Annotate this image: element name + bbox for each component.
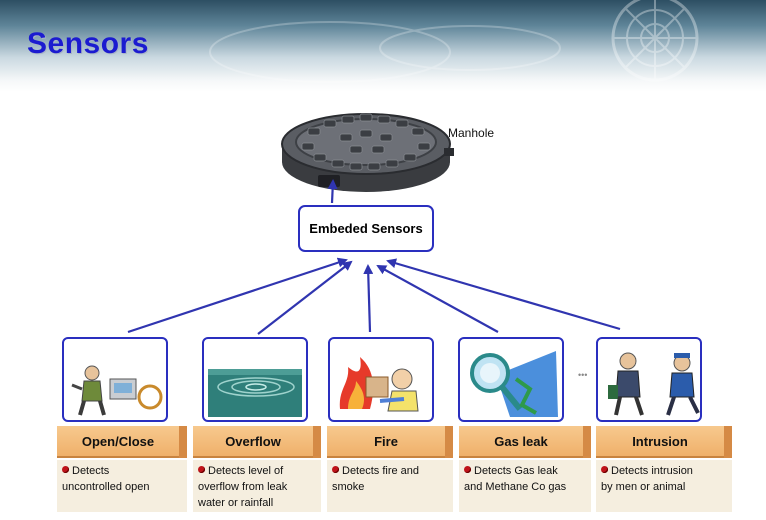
connector-arrows [127,179,621,335]
arrow-overflow [257,260,353,335]
arrow-fire [363,264,374,333]
header-decoration [209,0,699,83]
sensor-name: Overflow [225,433,281,449]
gas-leak-illustration [458,337,564,422]
bullet-icon [601,466,608,473]
desc-line: Detects [72,465,110,477]
arrow-open-close [127,257,348,334]
desc-line: water or rainfall [198,497,274,509]
open-close-illustration [62,337,168,422]
desc-line: by men or animal [601,481,686,493]
bullet-icon [198,466,205,473]
arrow-hub-to-manhole [327,179,338,204]
bullet-icon [332,466,339,473]
sensor-desc-overflow: Detects level of overflow from leak wate… [193,460,321,512]
tab-shadow [445,426,453,458]
tab-shadow [313,426,321,458]
manhole-label: Manhole [448,126,495,140]
desc-line: Detects Gas leak [474,465,558,477]
desc-line: and Methane Co gas [464,481,567,493]
tab-shadow [583,426,591,458]
sensor-desc-open-close: Detects uncontrolled open [57,460,187,512]
arrow-intrusion [386,258,621,331]
bullet-icon [62,466,69,473]
desc-line: Detects level of [208,465,284,477]
desc-line: overflow from leak [198,481,288,493]
fire-illustration [328,337,434,422]
sensor-name: Gas leak [494,433,548,449]
sensor-tab-fire: Fire [327,426,445,458]
bullet-icon [464,466,471,473]
sensor-name: Intrusion [632,433,688,449]
overflow-illustration [202,337,308,422]
sensor-desc-gas-leak: Detects Gas leak and Methane Co gas [459,460,591,512]
desc-line: Detects fire and [342,465,420,477]
manhole-cover-image [281,113,454,192]
sensor-desc-intrusion: Detects intrusion by men or animal [596,460,732,512]
sensor-tab-gas-leak: Gas leak [459,426,583,458]
sensor-name: Fire [374,433,398,449]
arrow-gas-leak [376,265,499,333]
desc-line: uncontrolled open [62,481,150,493]
stray-mark: ••• [578,370,588,380]
sensor-desc-fire: Detects fire and smoke [327,460,453,512]
embedded-sensors-box: Embeded Sensors [298,205,434,252]
desc-line: smoke [332,481,365,493]
embedded-sensors-label: Embeded Sensors [309,221,423,236]
tab-shadow [179,426,187,458]
page-title: Sensors [27,27,149,60]
header-banner: Sensors [0,0,766,92]
tab-shadow [724,426,732,458]
sensor-tab-intrusion: Intrusion [596,426,724,458]
desc-line: Detects intrusion [611,465,693,477]
intrusion-illustration [596,337,702,422]
sensor-tab-open-close: Open/Close [57,426,179,458]
sensor-tab-overflow: Overflow [193,426,313,458]
sensor-name: Open/Close [81,433,155,449]
